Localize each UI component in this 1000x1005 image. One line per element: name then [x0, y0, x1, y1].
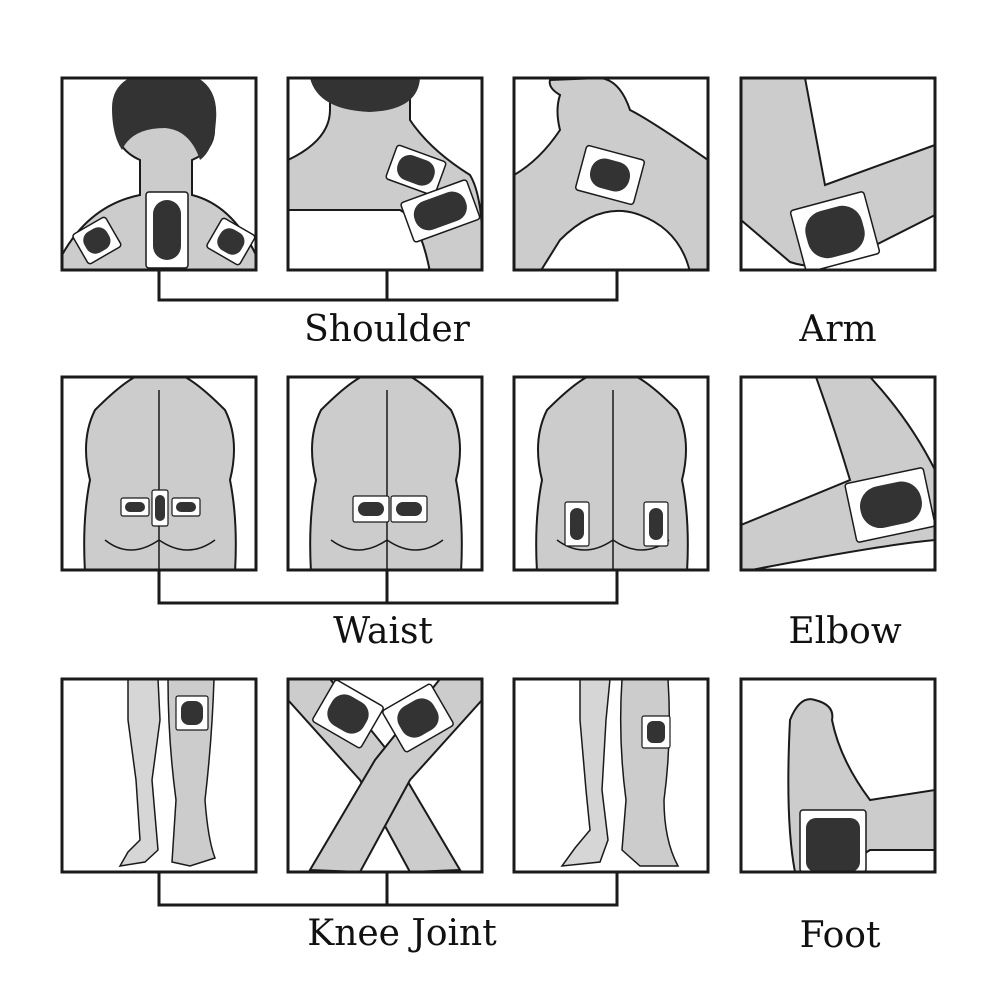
panel-frame [512, 375, 710, 572]
panel-knee-1 [118, 679, 216, 867]
label-arm: Arm [799, 309, 877, 350]
panel-frame [739, 677, 937, 874]
panel-foot [787, 698, 935, 872]
patch-icon [120, 497, 150, 517]
patch-icon [171, 497, 201, 517]
panel-neck-back [62, 78, 256, 270]
patch-icon [352, 495, 390, 523]
patch-icon [382, 683, 454, 753]
panel-waist-1 [83, 377, 237, 570]
patch-icon [175, 695, 209, 731]
panel-frame [286, 76, 484, 272]
patch-icon [564, 501, 590, 547]
patch-icon [844, 467, 935, 543]
patch-icon [400, 179, 481, 243]
patch-icon [72, 216, 122, 265]
label-knee-joint: Knee Joint [307, 913, 497, 954]
panel-frame [286, 375, 484, 572]
hair-shape [112, 78, 217, 160]
panel-arm [741, 78, 935, 270]
patch-icon [145, 191, 189, 269]
back-shape [83, 377, 237, 570]
panel-frame [512, 677, 710, 874]
label-shoulder: Shoulder [304, 309, 470, 350]
leg-bones [118, 679, 161, 867]
panel-waist-2 [309, 377, 463, 570]
panel-waist-3 [535, 377, 689, 570]
panel-shoulder-front [514, 78, 708, 270]
panel-frame [286, 677, 484, 874]
patch-icon [799, 809, 867, 872]
patch-icon [385, 144, 447, 197]
patch-icon [641, 715, 671, 749]
panel-knee-2 [288, 679, 482, 872]
connector-bracket [157, 872, 619, 907]
leg-bones [560, 679, 611, 867]
patch-icon [151, 489, 169, 527]
panel-frame [512, 76, 710, 272]
connector-bracket [157, 570, 619, 605]
panel-frame [739, 375, 937, 572]
leg-shape [619, 679, 680, 867]
panel-elbow [741, 377, 935, 570]
patch-icon [574, 144, 646, 206]
hair-shape [310, 78, 420, 112]
patch-icon [789, 191, 881, 270]
label-waist: Waist [333, 611, 433, 652]
patch-icon [312, 679, 384, 749]
patch-icon [390, 495, 428, 523]
panel-frame [739, 76, 937, 272]
panel-shoulder-back [288, 78, 482, 270]
label-elbow: Elbow [788, 611, 902, 652]
panel-knee-3 [560, 679, 680, 867]
patch-icon [643, 501, 669, 547]
patch-icon [206, 217, 256, 266]
label-foot: Foot [799, 915, 881, 956]
connector-bracket [157, 270, 619, 302]
